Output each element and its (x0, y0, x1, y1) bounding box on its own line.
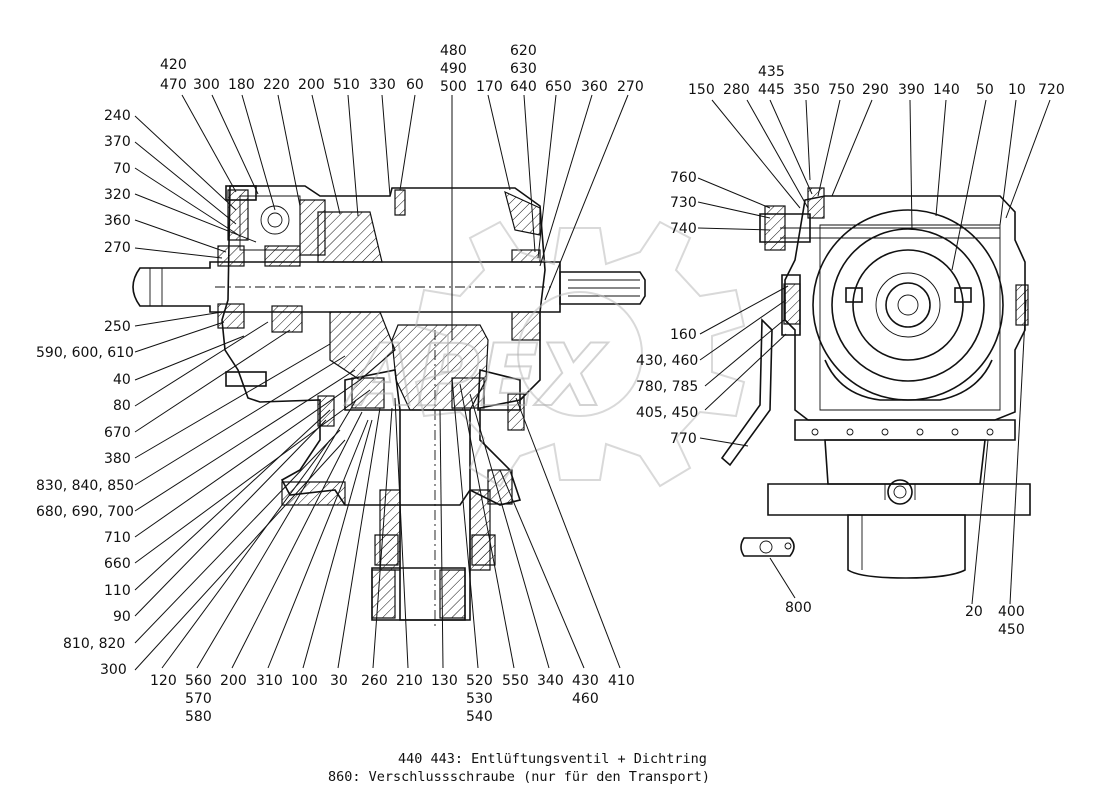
label-510: 510 (333, 77, 360, 93)
label-200: 200 (298, 77, 325, 93)
note-vent-valve: 440 443: Entlüftungsventil + Dichtring (398, 751, 707, 767)
label-570: 570 (185, 691, 212, 707)
label-210: 210 (396, 673, 423, 689)
label-40: 40 (113, 372, 131, 388)
label-270-left: 270 (104, 240, 131, 256)
label-445: 445 (758, 82, 785, 98)
left-gearbox-section (132, 185, 646, 630)
label-830-840-850: 830, 840, 850 (36, 478, 134, 494)
label-430: 430 (572, 673, 599, 689)
label-660: 660 (104, 556, 131, 572)
label-80: 80 (113, 398, 131, 414)
label-70: 70 (113, 161, 131, 177)
label-460: 460 (572, 691, 599, 707)
label-800: 800 (785, 600, 812, 616)
label-110: 110 (104, 583, 131, 599)
right-gearbox-view (720, 187, 1031, 579)
label-360-left: 360 (104, 213, 131, 229)
label-560: 560 (185, 673, 212, 689)
label-435: 435 (758, 64, 785, 80)
label-360: 360 (581, 79, 608, 95)
leader-lines (134, 94, 1051, 671)
label-670: 670 (104, 425, 131, 441)
label-300-left: 300 (100, 662, 127, 678)
label-770: 770 (670, 431, 697, 447)
label-270: 270 (617, 79, 644, 95)
footnotes: 440 443: Entlüftungsventil + Dichtring 8… (328, 751, 710, 785)
label-450: 450 (998, 622, 1025, 638)
label-60: 60 (406, 77, 424, 93)
watermark-text: APEX (344, 326, 608, 426)
label-50: 50 (976, 82, 994, 98)
label-140: 140 (933, 82, 960, 98)
label-220: 220 (263, 77, 290, 93)
label-90: 90 (113, 609, 131, 625)
label-730: 730 (670, 195, 697, 211)
label-240: 240 (104, 108, 131, 124)
label-590-600-610: 590, 600, 610 (36, 345, 134, 361)
note-transport-plug: 860: Verschlussschraube (nur für den Tra… (328, 769, 710, 785)
label-20: 20 (965, 604, 983, 620)
label-410: 410 (608, 673, 635, 689)
label-170: 170 (476, 79, 503, 95)
label-150: 150 (688, 82, 715, 98)
label-500: 500 (440, 79, 467, 95)
label-30: 30 (330, 673, 348, 689)
label-320: 320 (104, 187, 131, 203)
label-760: 760 (670, 170, 697, 186)
label-130: 130 (431, 673, 458, 689)
label-340: 340 (537, 673, 564, 689)
label-330: 330 (369, 77, 396, 93)
label-400: 400 (998, 604, 1025, 620)
label-720: 720 (1038, 82, 1065, 98)
label-100: 100 (291, 673, 318, 689)
label-420: 420 (160, 57, 187, 73)
label-390: 390 (898, 82, 925, 98)
label-810-820: 810, 820 (63, 636, 125, 652)
label-580: 580 (185, 709, 212, 725)
label-650: 650 (545, 79, 572, 95)
label-250: 250 (104, 319, 131, 335)
label-490: 490 (440, 61, 467, 77)
label-470: 470 (160, 77, 187, 93)
label-290: 290 (862, 82, 889, 98)
label-480: 480 (440, 43, 467, 59)
part-number-labels: 420 470 300 180 220 200 510 330 60 480 4… (36, 43, 1065, 725)
label-280: 280 (723, 82, 750, 98)
label-200-bottom: 200 (220, 673, 247, 689)
label-370: 370 (104, 134, 131, 150)
label-405-450: 405, 450 (636, 405, 698, 421)
label-530: 530 (466, 691, 493, 707)
label-350: 350 (793, 82, 820, 98)
label-310: 310 (256, 673, 283, 689)
label-260: 260 (361, 673, 388, 689)
label-520: 520 (466, 673, 493, 689)
label-550: 550 (502, 673, 529, 689)
label-630: 630 (510, 61, 537, 77)
label-640: 640 (510, 79, 537, 95)
label-540: 540 (466, 709, 493, 725)
label-180: 180 (228, 77, 255, 93)
label-780-785: 780, 785 (636, 379, 698, 395)
label-740: 740 (670, 221, 697, 237)
apex-watermark: APEX (343, 220, 746, 488)
label-620: 620 (510, 43, 537, 59)
label-160: 160 (670, 327, 697, 343)
label-380: 380 (104, 451, 131, 467)
label-10: 10 (1008, 82, 1026, 98)
label-750: 750 (828, 82, 855, 98)
label-300: 300 (193, 77, 220, 93)
label-430-460: 430, 460 (636, 353, 698, 369)
label-120: 120 (150, 673, 177, 689)
label-680-690-700: 680, 690, 700 (36, 504, 134, 520)
label-710: 710 (104, 530, 131, 546)
